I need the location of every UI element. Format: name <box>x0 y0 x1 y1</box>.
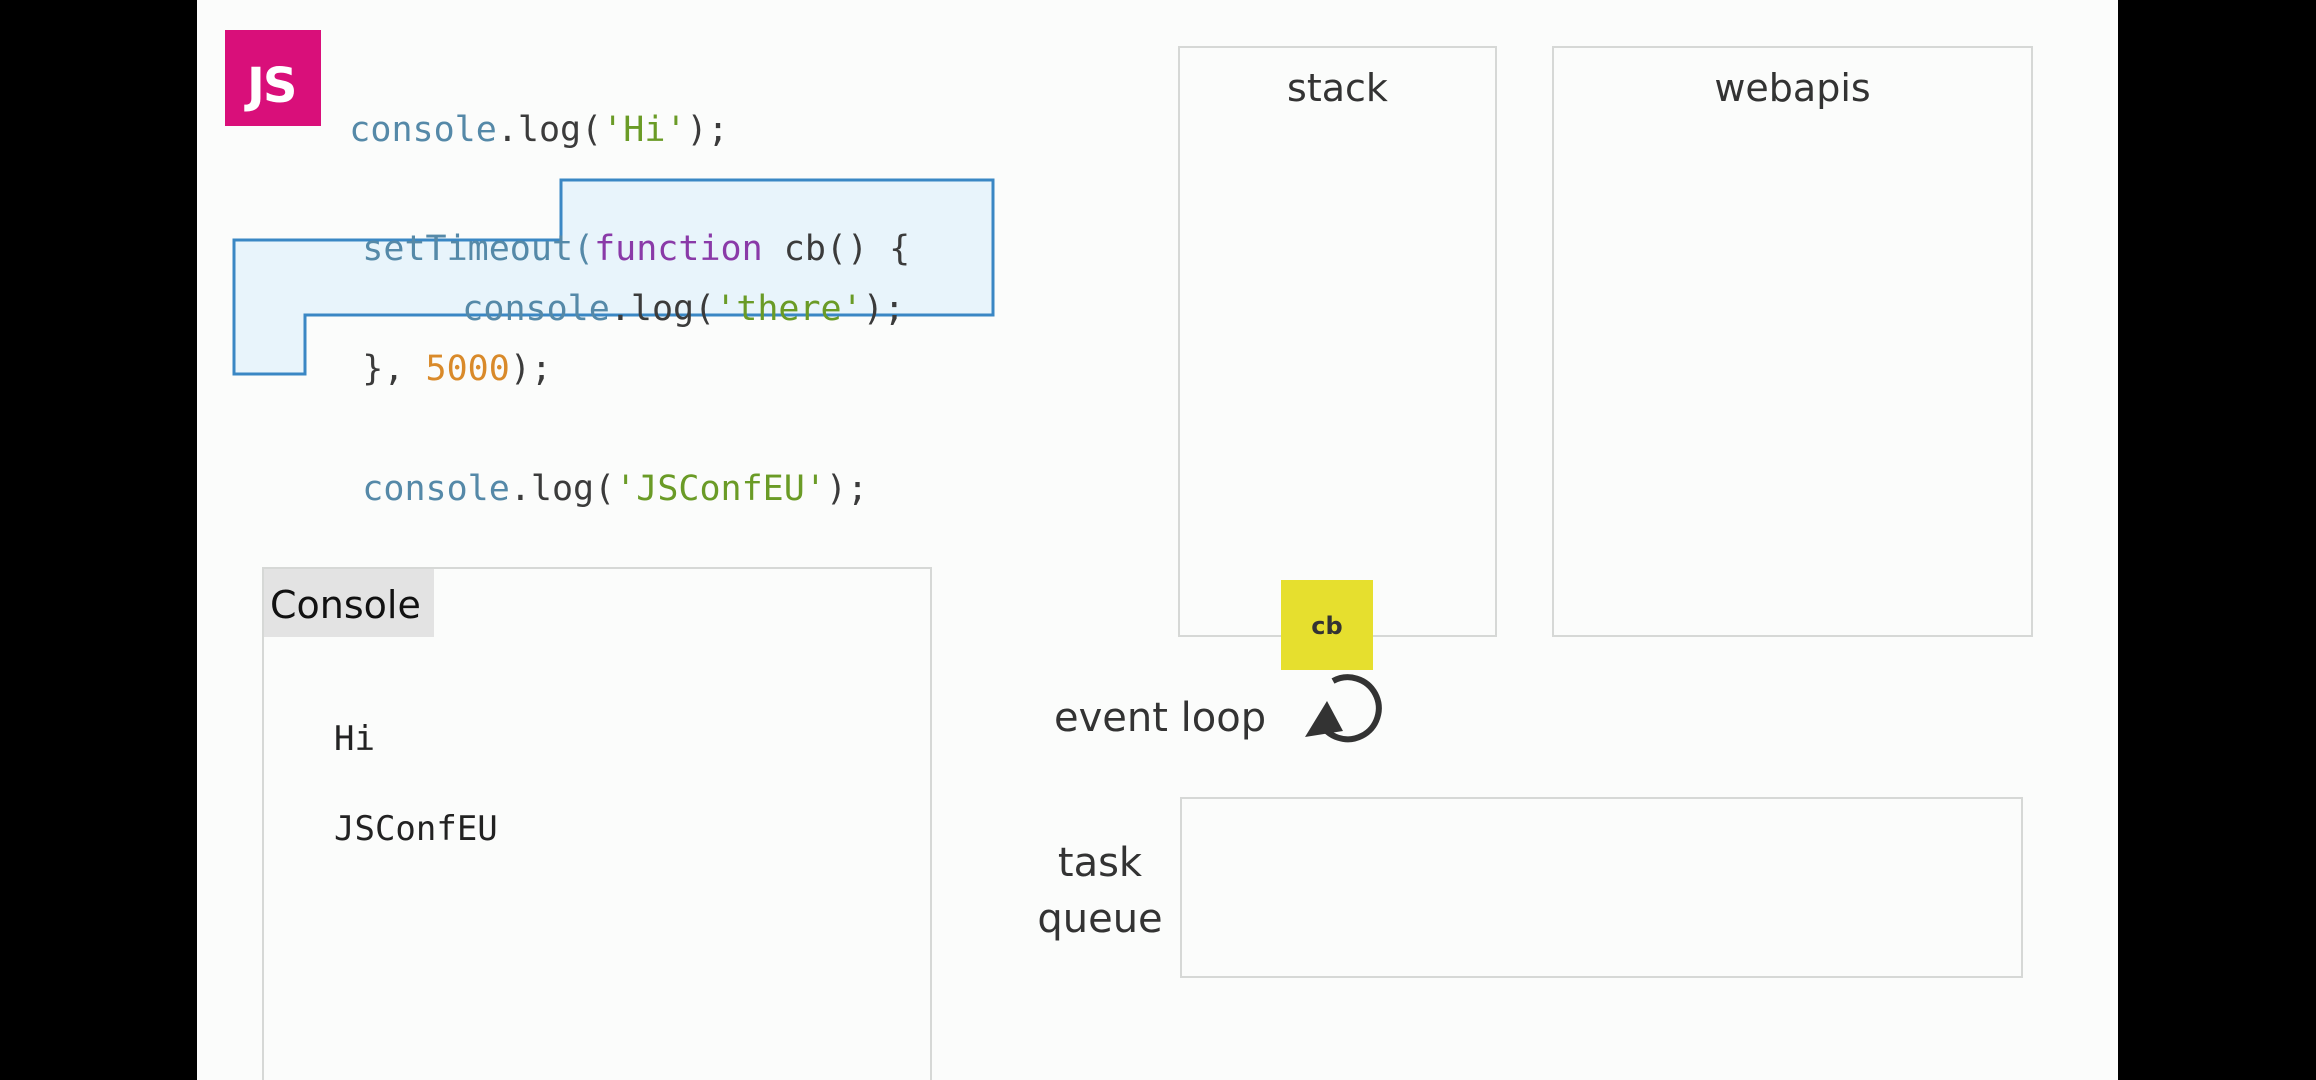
loop-arrow-icon <box>1305 674 1382 743</box>
stack-title: stack <box>1287 66 1388 110</box>
webapis-title: webapis <box>1714 66 1871 110</box>
slide: JS console.log('Hi'); JS setTimeout(func… <box>197 0 2118 1080</box>
console-output-line: JSConfEU <box>334 809 498 849</box>
js-logo-overlay: JS <box>225 30 321 126</box>
task-queue-label-line1: task <box>1057 840 1143 886</box>
callback-label: cb <box>1311 612 1343 640</box>
code-line-1: console.log('Hi'); <box>349 110 729 150</box>
event-loop-label: event loop <box>1054 695 1267 741</box>
callback-highlight <box>232 178 995 376</box>
console-output-line: Hi <box>334 719 375 759</box>
webapis-panel: webapis <box>1552 46 2033 637</box>
js-logo-overlay-text: JS <box>247 58 297 114</box>
task-queue-label-line2: queue <box>1037 896 1163 942</box>
console-panel: Console Hi JSConfEU <box>262 567 932 1080</box>
stack-panel: stack <box>1178 46 1497 637</box>
code-line-3: console.log('there'); <box>462 289 905 329</box>
code-line-4: }, 5000); <box>362 349 552 389</box>
code-line-2: setTimeout(function cb() { <box>362 229 911 269</box>
code-line-5: console.log('JSConfEU'); <box>362 469 869 509</box>
console-title: Console <box>264 569 434 637</box>
task-queue-label: task queue <box>1035 835 1165 947</box>
console-title-text: Console <box>270 583 421 627</box>
task-queue-panel <box>1180 797 2023 978</box>
callback-box: cb <box>1281 580 1373 670</box>
